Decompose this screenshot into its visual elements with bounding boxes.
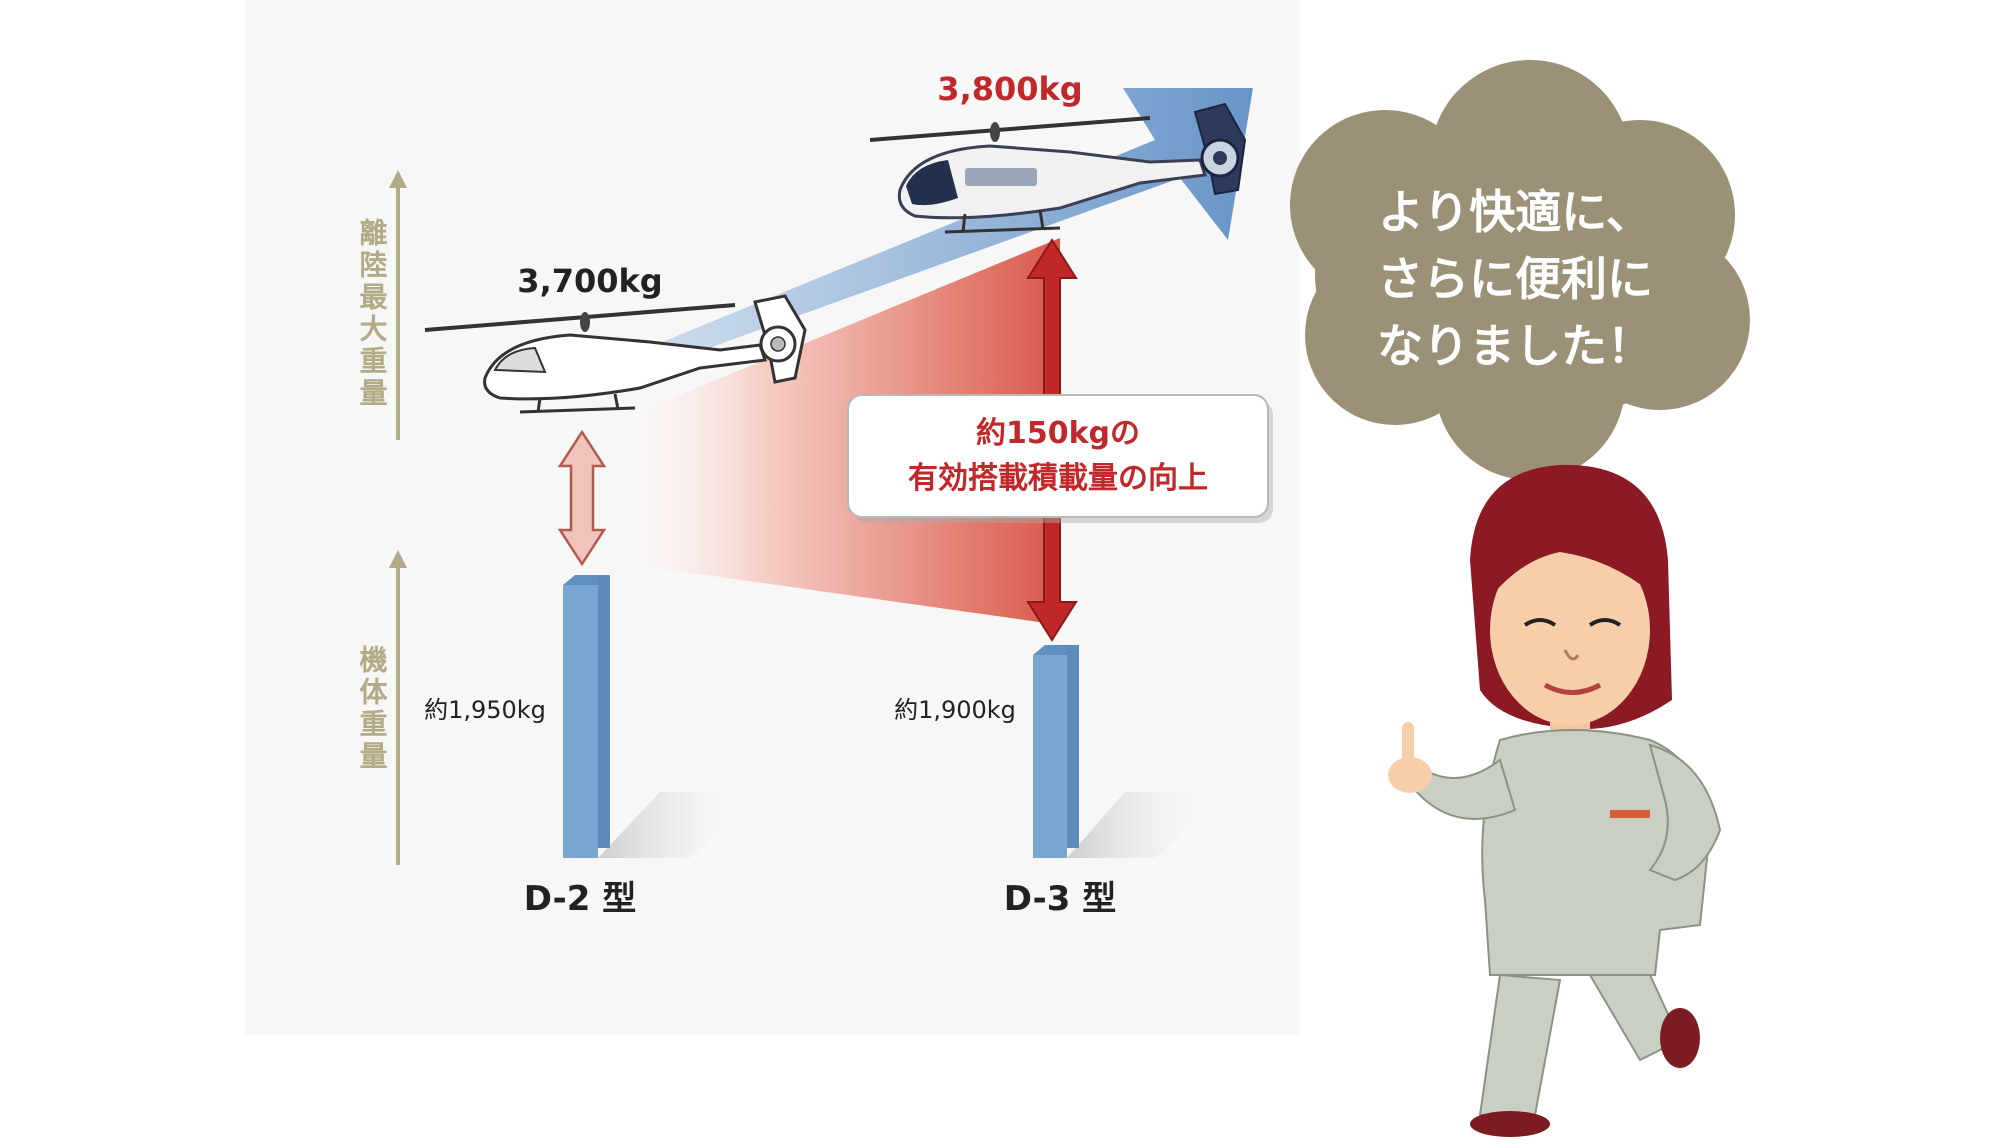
speech-line-2: さらに便利に [1377,252,1653,306]
speech-line-3: なりました！ [1377,319,1653,373]
payload-gain-fan [600,238,1060,625]
callout-line-1: 約150kgの [976,416,1140,451]
d2-helicopter-illustration [424,294,807,414]
d3-helicopter-illustration [869,102,1247,234]
presenter-character-illustration [1388,464,1722,1137]
growth-band-arrow [540,88,1253,400]
bar-d3 [1033,655,1067,858]
d2-body-weight-label: 約1,950kg [424,696,546,724]
bar-d2-side [598,575,610,848]
payload-callout: 約150kgの 有効搭載積載量の向上 [847,394,1273,523]
body-weight-axis [389,550,407,865]
d2-takeoff-weight-label: 3,700kg [517,262,662,300]
d3-model-label: D-3 型 [1004,879,1116,919]
d2-gap-arrow [557,429,607,567]
body-weight-axis-label: 機体重量 [356,645,389,773]
d3-takeoff-weight-label: 3,800kg [937,70,1082,108]
d2-model-label: D-2 型 [524,879,636,919]
bar-d2 [563,585,598,858]
takeoff-weight-axis [389,170,407,440]
bar-shadow-d3 [1067,792,1225,858]
d3-body-weight-label: 約1,900kg [894,696,1016,724]
bar-shadow-d2 [598,792,760,858]
bar-d3-side [1067,645,1079,848]
takeoff-weight-axis-label: 離陸最大重量 [356,218,389,410]
callout-line-2: 有効搭載積載量の向上 [908,461,1208,496]
speech-cloud: より快適に、 さらに便利に なりました！ [1290,60,1750,498]
speech-line-1: より快適に、 [1378,185,1652,239]
